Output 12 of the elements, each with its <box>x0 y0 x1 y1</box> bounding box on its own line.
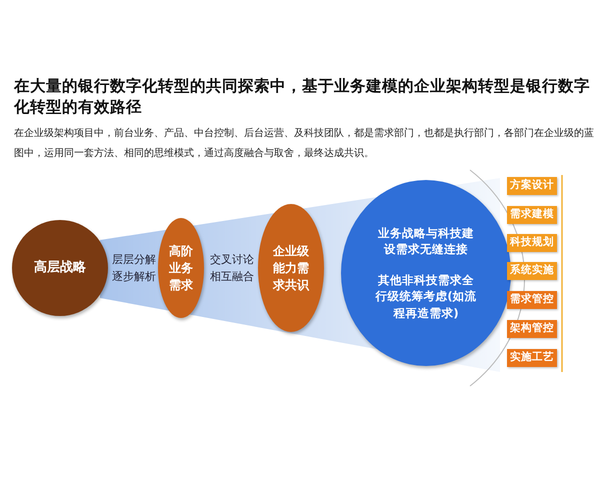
process-box: 需求管控 <box>507 291 557 309</box>
process-box: 需求建模 <box>507 206 557 224</box>
caption: 在企业级架构项目中，前台业务、产品、中台控制、后台运营、及科技团队，都是需求部门，也都是执行部门，各部门在企业级的蓝图中，运用同一套方法、相同的思维模式，通过高度融合与取舍，最终达成共识。 <box>14 126 595 161</box>
step-label: 层层分解逐步解析 <box>111 252 157 285</box>
process-box: 科技规划 <box>507 234 557 252</box>
process-box: 架构管控 <box>507 320 557 338</box>
step-label: 交叉讨论相互融合 <box>209 252 255 285</box>
process-box: 方案设计 <box>507 177 557 195</box>
process-box: 系统实施 <box>507 262 557 280</box>
title: 在大量的银行数字化转型的共同探索中，基于业务建模的企业架构转型是银行数字化转型的有效路径 <box>14 76 591 118</box>
process-box: 实施工艺 <box>507 349 557 367</box>
strategy-circle: 高层战略 <box>12 220 108 316</box>
